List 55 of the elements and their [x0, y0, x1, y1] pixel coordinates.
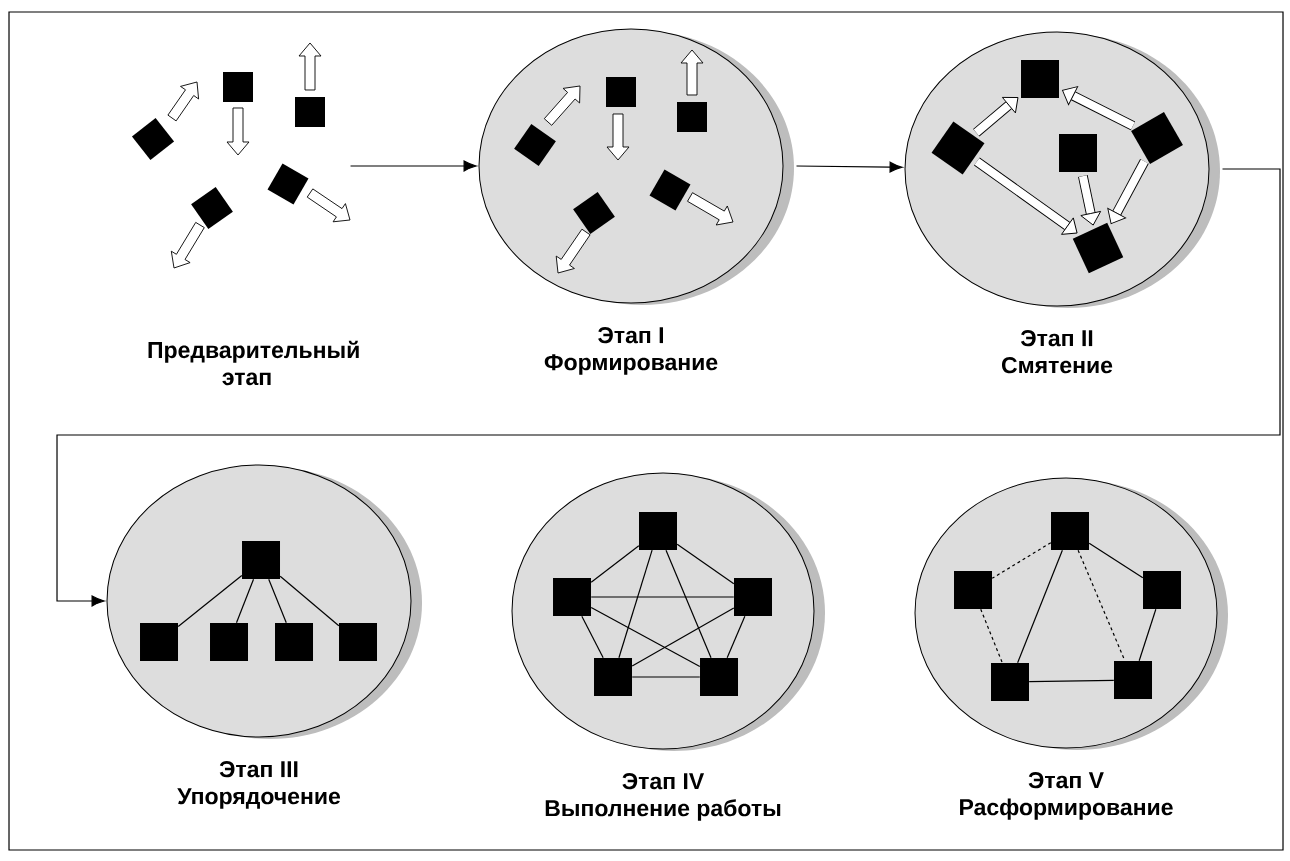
member-square — [594, 658, 632, 696]
member-square — [954, 571, 992, 609]
connector-line — [235, 578, 255, 624]
member-square — [639, 512, 677, 550]
connector-line — [665, 549, 712, 659]
node-label: Этап III — [219, 761, 298, 778]
member-square — [1143, 571, 1181, 609]
arrow — [56, 168, 1281, 607]
member-square — [553, 578, 591, 616]
node-label: Этап V — [1028, 772, 1104, 789]
hollow-arrow — [973, 96, 1019, 137]
connector-line — [676, 543, 735, 585]
member-square — [210, 623, 248, 661]
node-label: Смятение — [1001, 357, 1113, 374]
member-square — [275, 623, 313, 661]
member-square — [1059, 134, 1097, 172]
connector-line — [618, 549, 653, 659]
member-square — [339, 623, 377, 661]
hollow-arrow — [1078, 175, 1102, 226]
member-square — [1051, 512, 1089, 550]
member-square — [140, 623, 178, 661]
connector-line — [177, 574, 243, 628]
connector-line — [1088, 542, 1144, 579]
node-label: Этап IV — [622, 773, 705, 790]
member-square — [1021, 60, 1059, 98]
arrow — [349, 160, 477, 172]
connector-line — [279, 575, 340, 627]
member-square — [242, 541, 280, 579]
member-square — [1114, 661, 1152, 699]
connector-line — [581, 615, 604, 659]
hollow-arrow — [1107, 159, 1149, 225]
connector-line — [1077, 549, 1126, 662]
hollow-arrow — [1062, 86, 1136, 131]
connector-line — [631, 676, 701, 678]
connector-line — [590, 545, 640, 583]
node-label: Этап II — [1020, 330, 1093, 347]
connector-line — [590, 596, 735, 598]
connector-line — [631, 607, 735, 667]
connector-line — [268, 578, 287, 624]
stage-caption: Предварительный этап — [148, 340, 359, 386]
member-square — [991, 663, 1029, 701]
connector-line — [980, 608, 1003, 664]
member-square — [734, 578, 772, 616]
arrow — [795, 161, 903, 173]
node-label: Упорядочение — [177, 788, 341, 809]
hollow-arrow — [974, 157, 1078, 235]
node-label: Выполнение работы — [545, 799, 781, 821]
connector-line — [590, 606, 701, 668]
connector-line — [991, 542, 1052, 579]
connector-line — [1138, 608, 1157, 662]
node-label: Расформирование — [960, 798, 1173, 820]
connector-line — [1028, 679, 1115, 683]
connector-line — [1017, 549, 1063, 664]
connector-line — [726, 615, 746, 659]
member-square — [700, 658, 738, 696]
